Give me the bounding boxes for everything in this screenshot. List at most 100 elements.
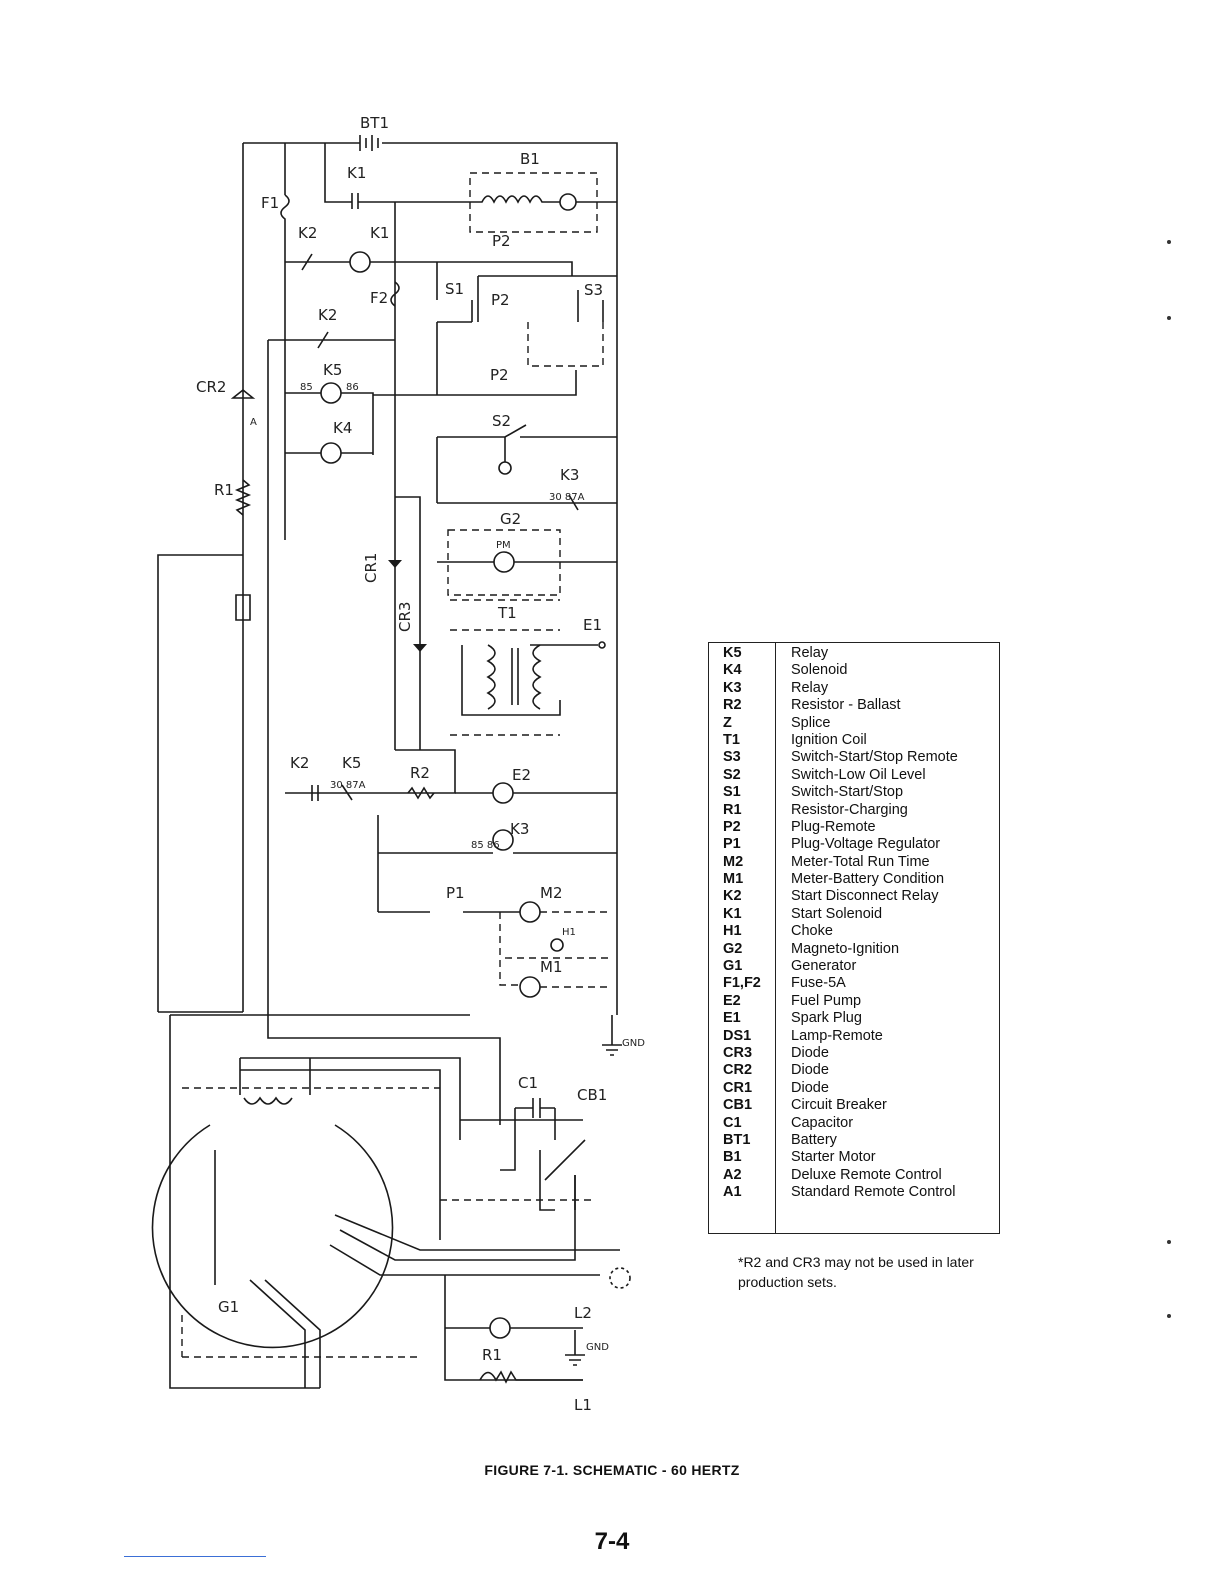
k4-label: K4 (333, 419, 352, 437)
legend-code: CB1 (723, 1097, 753, 1114)
legend-description: Relay (791, 679, 829, 696)
footnote: *R2 and CR3 may not be used in later pro… (738, 1254, 974, 1290)
legend-code: DS1 (723, 1027, 752, 1044)
cr2-label: CR2 (196, 378, 226, 396)
p2-s3-area (477, 275, 617, 367)
battery-bus (242, 135, 618, 1015)
k5-label: K5 (323, 361, 342, 379)
s3-label: S3 (584, 281, 603, 299)
legend-code: R2 (723, 697, 742, 714)
diode-cr1 (388, 340, 402, 750)
legend-description: Battery (791, 1131, 837, 1148)
legend-code: K1 (723, 905, 742, 922)
legend-code: H1 (723, 923, 742, 940)
margin-dot (1167, 240, 1171, 244)
page-number: 7-4 (594, 1528, 630, 1555)
f2-label: F2 (370, 289, 388, 307)
cr3-label: CR3 (396, 602, 414, 632)
legend-code: E2 (723, 992, 741, 1009)
k1-contact (324, 143, 395, 209)
legend-code: K5 (723, 645, 742, 661)
legend-row: E2 Fuel Pump (709, 993, 999, 1010)
lower-output (444, 1267, 631, 1384)
p2-label-c: P2 (490, 366, 509, 384)
s2-label: S2 (492, 412, 511, 430)
k3-coil (377, 815, 617, 913)
legend-description: Fuel Pump (791, 992, 862, 1009)
l2-label: L2 (574, 1304, 592, 1322)
k2-mid-contact (267, 331, 501, 1125)
fuse-f1 (280, 194, 290, 540)
legend-description: Resistor - Ballast (791, 697, 901, 714)
bottom-contact-row (285, 749, 617, 804)
diode-cr2 (230, 388, 256, 399)
legend-code: A1 (723, 1184, 742, 1201)
ground-top (602, 1015, 622, 1056)
generator-box (151, 1011, 620, 1389)
k3-contact (395, 494, 617, 750)
legend-code: K4 (723, 662, 742, 679)
legend-code: S1 (723, 784, 741, 801)
p1-label: P1 (446, 884, 465, 902)
legend-code: CR1 (723, 1079, 753, 1096)
k2-mid-label: K2 (318, 306, 337, 324)
legend-code: K2 (723, 888, 742, 905)
diode-cr3 (413, 644, 427, 652)
legend-description: Relay (791, 645, 829, 661)
k5-coil (285, 370, 577, 455)
ignition-coil-t1 (450, 599, 606, 736)
a-mark-label: A (250, 417, 257, 428)
legend-code: CR2 (723, 1062, 753, 1079)
c1-label: C1 (518, 1074, 538, 1092)
legend-description: Diode (791, 1079, 829, 1096)
bottom-rule (124, 1556, 266, 1557)
legend-code: Z (723, 714, 732, 731)
legend-row: A1 Standard Remote Control (709, 1184, 999, 1201)
switch-s2 (436, 424, 617, 503)
legend-description: Switch-Low Oil Level (791, 766, 926, 783)
legend-code: P1 (723, 836, 741, 853)
legend-code: P2 (723, 818, 741, 835)
legend-description: Capacitor (791, 1114, 854, 1131)
legend-description: Switch-Start/Stop (791, 784, 904, 801)
legend-code: B1 (723, 1149, 742, 1166)
pin-85-label: 85 (300, 382, 313, 393)
legend-code: A2 (723, 1166, 742, 1183)
cb1-label: CB1 (577, 1086, 607, 1104)
switch-s1 (436, 262, 473, 395)
figure-caption: FIGURE 7-1. SCHEMATIC - 60 HERTZ (484, 1462, 740, 1478)
fuse-f2 (390, 281, 400, 307)
e1-label: E1 (583, 616, 602, 634)
k3-coil-pins-label: 85 86 (471, 840, 500, 851)
k2-top-label: K2 (298, 224, 317, 242)
l1-label: L1 (574, 1396, 592, 1414)
k2-k1-row (285, 202, 573, 340)
legend-description: Standard Remote Control (791, 1184, 956, 1201)
magneto-g2 (437, 529, 617, 596)
k2-bottom-label: K2 (290, 754, 309, 772)
k1-coil-label: K1 (370, 224, 389, 242)
legend-description: Diode (791, 1044, 829, 1061)
legend-description: Start Disconnect Relay (791, 888, 939, 905)
k3-label: K3 (560, 466, 579, 484)
legend-description: Fuse-5A (791, 975, 846, 992)
pm-label: PM (496, 540, 511, 551)
cr1-label: CR1 (362, 553, 380, 583)
legend-description: Switch-Start/Stop Remote (791, 749, 958, 766)
